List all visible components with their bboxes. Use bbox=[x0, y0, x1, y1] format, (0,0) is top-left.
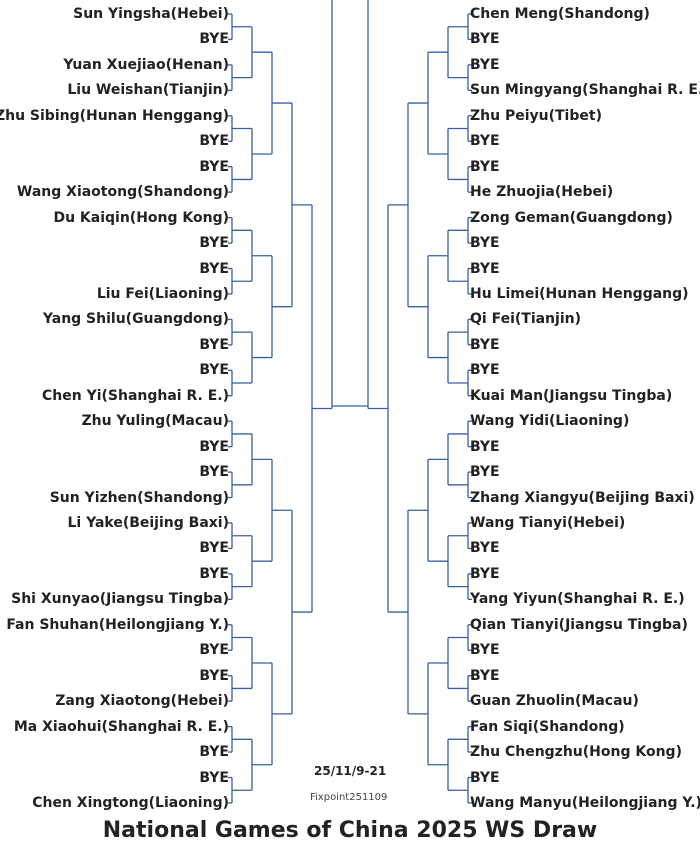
left-player-slot-18: BYE bbox=[199, 438, 229, 455]
left-player-slot-21: Li Yake(Beijing Baxi) bbox=[67, 515, 230, 531]
right-player-slot-5: Zhu Peiyu(Tibet) bbox=[470, 107, 602, 124]
right-player-slot-22: BYE bbox=[470, 540, 500, 557]
right-player-slot-19: BYE bbox=[470, 464, 500, 481]
left-player-slot-32: Chen Xingtong(Liaoning) bbox=[32, 794, 229, 811]
right-player-slot-15: BYE bbox=[470, 362, 500, 379]
right-player-slot-2: BYE bbox=[470, 31, 500, 48]
left-player-slot-9: Du Kaiqin(Hong Kong) bbox=[53, 209, 229, 226]
right-player-slot-28: Guan Zhuolin(Macau) bbox=[470, 693, 639, 710]
left-player-slot-27: BYE bbox=[199, 667, 229, 684]
left-player-slot-30: BYE bbox=[199, 744, 229, 761]
right-player-slot-18: BYE bbox=[470, 438, 500, 455]
right-player-slot-32: Wang Manyu(Heilongjiang Y.) bbox=[470, 794, 700, 811]
right-player-slot-14: BYE bbox=[470, 336, 500, 353]
left-player-slot-14: BYE bbox=[199, 336, 229, 353]
right-player-slot-11: BYE bbox=[470, 260, 500, 277]
left-player-slot-13: Yang Shilu(Guangdong) bbox=[42, 311, 229, 328]
left-player-slot-24: Shi Xunyao(Jiangsu Tingba) bbox=[11, 591, 229, 608]
left-player-slot-5: Zhu Sibing(Hunan Henggang) bbox=[0, 107, 229, 124]
right-player-slot-23: BYE bbox=[470, 565, 500, 582]
right-player-slot-12: Hu Limei(Hunan Henggang) bbox=[470, 285, 689, 302]
left-player-slot-7: BYE bbox=[199, 158, 229, 175]
right-player-slot-6: BYE bbox=[470, 133, 500, 150]
right-player-slot-9: Zong Geman(Guangdong) bbox=[470, 209, 673, 226]
left-player-slot-17: Zhu Yuling(Macau) bbox=[81, 413, 229, 430]
right-player-slot-16: Kuai Man(Jiangsu Tingba) bbox=[470, 387, 673, 404]
right-player-slot-13: Qi Fei(Tianjin) bbox=[470, 311, 581, 328]
left-player-slot-8: Wang Xiaotong(Shandong) bbox=[16, 184, 229, 201]
right-player-slot-24: Yang Yiyun(Shanghai R. E.) bbox=[470, 591, 685, 608]
left-player-slot-3: Yuan Xuejiao(Henan) bbox=[63, 56, 229, 73]
left-player-slot-19: BYE bbox=[199, 464, 229, 481]
left-player-slot-31: BYE bbox=[199, 769, 229, 786]
left-player-slot-29: Ma Xiaohui(Shanghai R. E.) bbox=[13, 718, 229, 735]
event-dates: 25/11/9-21 bbox=[314, 764, 387, 778]
right-player-slot-26: BYE bbox=[470, 642, 500, 659]
right-player-slot-30: Zhu Chengzhu(Hong Kong) bbox=[470, 744, 682, 761]
right-player-slot-8: He Zhuojia(Hebei) bbox=[470, 184, 614, 201]
left-player-slot-4: Liu Weishan(Tianjin) bbox=[67, 82, 229, 99]
right-player-slot-21: Wang Tianyi(Hebei) bbox=[470, 515, 626, 531]
fixpoint-label: Fixpoint251109 bbox=[310, 792, 388, 803]
left-player-slot-16: Chen Yi(Shanghai R. E.) bbox=[42, 387, 229, 404]
right-player-slot-4: Sun Mingyang(Shanghai R. E.) bbox=[470, 82, 700, 99]
right-player-slot-27: BYE bbox=[470, 667, 500, 684]
left-player-slot-12: Liu Fei(Liaoning) bbox=[96, 285, 229, 302]
left-player-slot-1: Sun Yingsha(Hebei) bbox=[73, 6, 229, 22]
right-player-slot-29: Fan Siqi(Shandong) bbox=[470, 718, 625, 735]
left-player-slot-2: BYE bbox=[199, 31, 229, 48]
left-player-slot-26: BYE bbox=[199, 642, 229, 659]
right-player-slot-1: Chen Meng(Shandong) bbox=[470, 6, 650, 22]
left-player-slot-23: BYE bbox=[199, 565, 229, 582]
left-player-slot-15: BYE bbox=[199, 362, 229, 379]
left-player-slot-25: Fan Shuhan(Heilongjiang Y.) bbox=[6, 616, 229, 633]
right-player-slot-10: BYE bbox=[470, 235, 500, 252]
right-player-slot-25: Qian Tianyi(Jiangsu Tingba) bbox=[470, 616, 688, 633]
left-player-slot-10: BYE bbox=[199, 235, 229, 252]
left-player-slot-6: BYE bbox=[199, 133, 229, 150]
right-player-slot-3: BYE bbox=[470, 56, 500, 73]
left-player-slot-20: Sun Yizhen(Shandong) bbox=[49, 489, 229, 506]
left-player-slot-28: Zang Xiaotong(Hebei) bbox=[55, 693, 229, 710]
left-player-slot-11: BYE bbox=[199, 260, 229, 277]
draw-title: National Games of China 2025 WS Draw bbox=[102, 818, 598, 843]
right-player-slot-31: BYE bbox=[470, 769, 500, 786]
right-player-slot-7: BYE bbox=[470, 158, 500, 175]
right-player-slot-17: Wang Yidi(Liaoning) bbox=[470, 413, 630, 430]
left-player-slot-22: BYE bbox=[199, 540, 229, 557]
right-player-slot-20: Zhang Xiangyu(Beijing Baxi) bbox=[470, 489, 695, 506]
